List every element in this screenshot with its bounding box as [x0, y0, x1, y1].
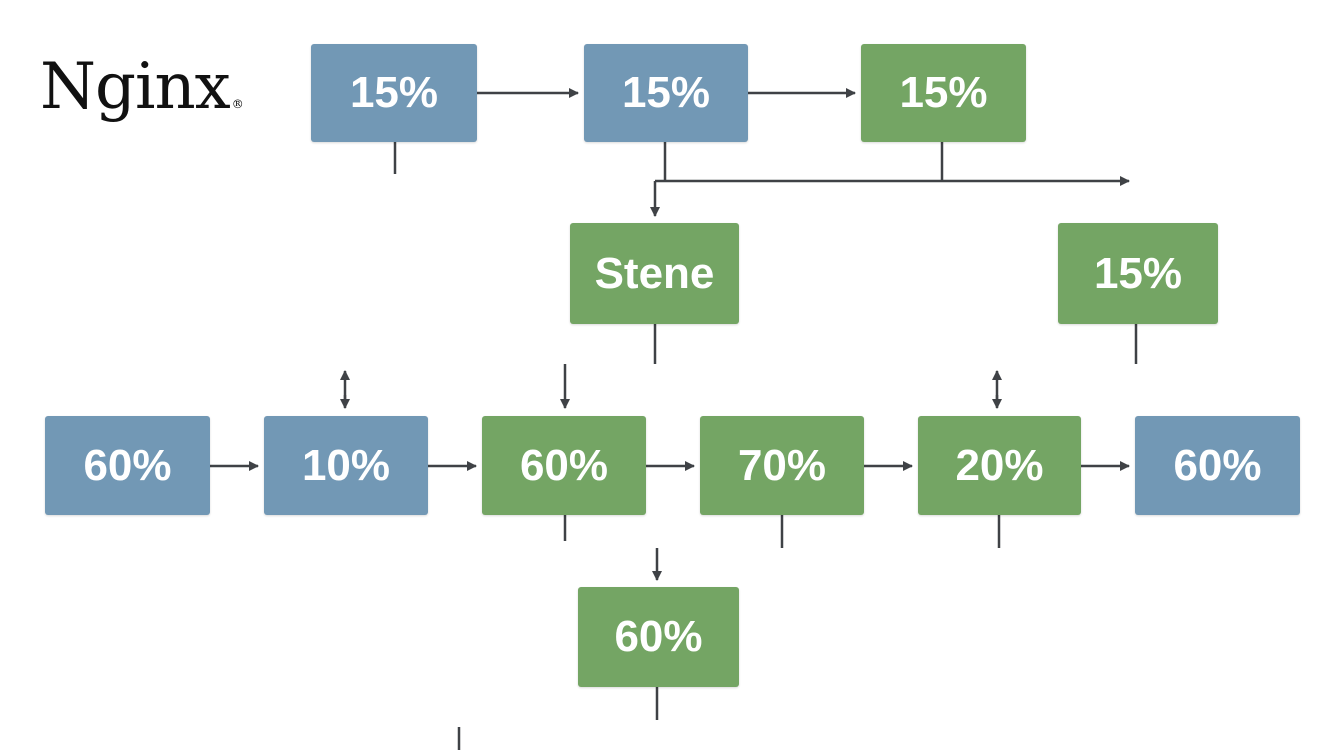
- node-r3e: 20%: [918, 416, 1081, 515]
- nginx-logo: Nginx®: [40, 50, 244, 124]
- node-label: 15%: [349, 68, 439, 117]
- node-label: 15%: [899, 68, 988, 117]
- node-r2b: 15%: [1058, 223, 1218, 324]
- node-label: 10%: [301, 440, 391, 490]
- node-r1a: 15%: [311, 44, 477, 142]
- node-label: 60%: [83, 440, 172, 490]
- node-r1c: 15%: [861, 44, 1026, 142]
- node-label: 60%: [614, 612, 703, 661]
- node-label: 15%: [1093, 248, 1183, 298]
- node-label: Stene: [594, 248, 715, 298]
- node-r3d: 70%: [700, 416, 864, 515]
- logo-text: Nginx: [40, 50, 231, 124]
- node-r3b: 10%: [264, 416, 428, 515]
- node-label: 20%: [955, 440, 1044, 490]
- node-label: 60%: [519, 440, 609, 490]
- registered-mark: ®: [231, 97, 244, 111]
- node-stene: Stene: [570, 223, 739, 324]
- node-label: 70%: [737, 440, 827, 490]
- node-label: 60%: [1173, 440, 1262, 490]
- node-r3c: 60%: [482, 416, 646, 515]
- node-r4: 60%: [578, 587, 739, 687]
- node-r1b: 15%: [584, 44, 748, 142]
- node-r3f: 60%: [1135, 416, 1300, 515]
- node-label: 15%: [621, 68, 711, 117]
- node-r3a: 60%: [45, 416, 210, 515]
